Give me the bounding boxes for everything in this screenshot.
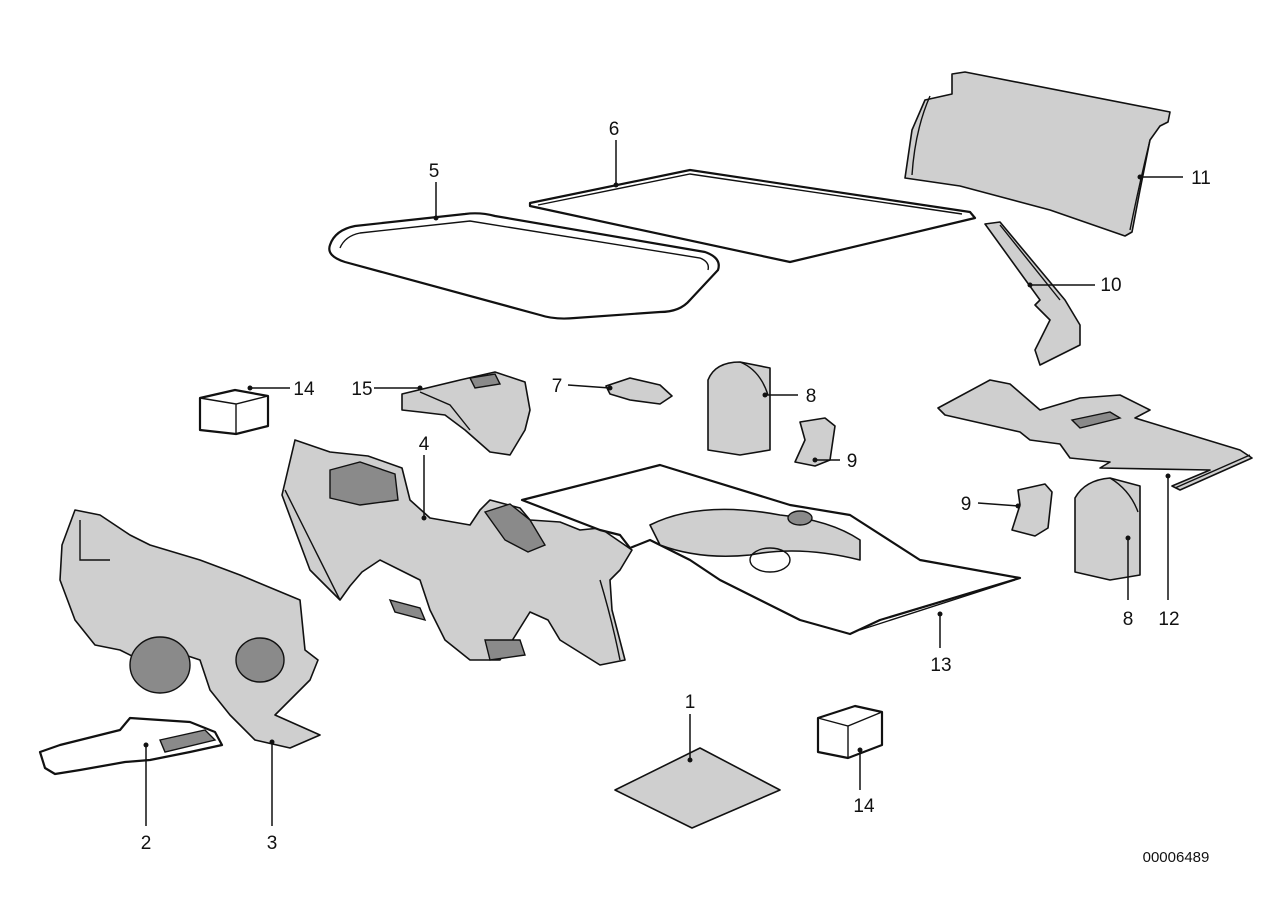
part-9-pad-lower [1011, 483, 1053, 537]
callout-14-lower: 14 [853, 796, 875, 817]
callout-5: 5 [429, 161, 440, 182]
callout-2: 2 [141, 833, 152, 854]
part-14-block-lower [816, 704, 884, 760]
callout-11: 11 [1191, 168, 1211, 189]
part-5-panel [328, 212, 720, 320]
callout-1: 1 [685, 692, 696, 713]
part-12-mat [937, 379, 1253, 491]
callout-12: 12 [1158, 609, 1179, 630]
callout-9-upper: 9 [847, 451, 858, 472]
part-15-formed-piece [401, 371, 531, 456]
part-11-panel [904, 71, 1171, 237]
callout-10: 10 [1100, 275, 1121, 296]
part-8-block-lower [1074, 477, 1141, 581]
part-1-sheet [614, 747, 781, 829]
callout-4: 4 [419, 434, 430, 455]
part-14-block-upper [198, 388, 270, 436]
callout-15: 15 [351, 379, 372, 400]
part-9-pad-upper [794, 417, 836, 467]
part-6-panel [528, 168, 977, 264]
callout-labels: 1 2 3 4 5 6 7 8 9 9 8 10 11 12 13 14 14 … [141, 119, 1211, 854]
part-2-lower-piece [38, 716, 224, 776]
part-8-block-upper [707, 361, 771, 456]
part-3-front-insulation [59, 509, 321, 749]
callout-8-upper: 8 [806, 386, 817, 407]
part-10-panel [984, 221, 1081, 366]
part-4-floor-insulation [281, 439, 633, 666]
callout-9-lower: 9 [961, 494, 972, 515]
drawing-number: 00006489 [1143, 849, 1210, 866]
callout-14-upper: 14 [293, 379, 315, 400]
part-13-floor-mat [520, 463, 1022, 636]
part-7-pad [605, 377, 673, 405]
callout-7: 7 [552, 376, 563, 397]
leader-lines [143, 140, 1183, 826]
callout-3: 3 [267, 833, 278, 854]
callout-8-lower: 8 [1123, 609, 1134, 630]
callout-6: 6 [609, 119, 620, 140]
callout-13: 13 [930, 655, 951, 676]
